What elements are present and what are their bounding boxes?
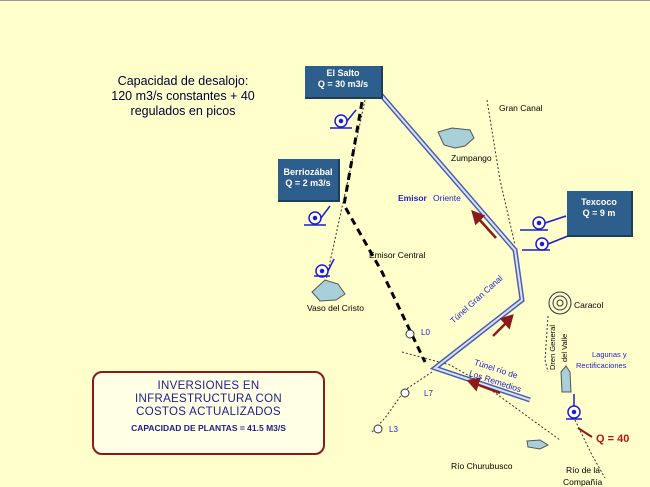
label-l7: L7 — [424, 389, 433, 398]
plant-texcoco: Texcoco Q = 9 m — [567, 191, 633, 237]
plant-name: Texcoco — [581, 197, 617, 207]
compania-line — [574, 419, 606, 479]
gran-canal-line — [486, 99, 516, 246]
caracol-icon — [548, 291, 572, 315]
pump-icon — [566, 394, 582, 420]
label-gran-canal: Gran Canal — [499, 103, 543, 113]
label-rio-churubusco: Río Churubusco — [451, 461, 513, 471]
label-l0: L0 — [421, 328, 430, 337]
lagoon-south — [526, 439, 550, 450]
label-rio-compania-2: Compañía — [563, 477, 603, 487]
pump-icon — [520, 215, 567, 231]
label-vaso-cristo: Vaso del Cristo — [307, 303, 365, 313]
capacity-note: Capacidad de desalojo: 120 m3/s constant… — [88, 74, 278, 119]
label-rio-compania-1: Río de la — [566, 465, 601, 475]
pump-icon — [522, 235, 569, 251]
plant-name: El Salto — [326, 68, 360, 78]
label-zumpango: Zumpango — [451, 153, 492, 163]
pump-icon — [304, 205, 331, 226]
plant-berriozabal: Berriozábal Q = 2 m3/s — [278, 159, 340, 202]
point-l0 — [405, 329, 415, 339]
label-emisor-central: Emisor Central — [369, 250, 426, 260]
emisor-central-line — [342, 101, 427, 363]
dren-line — [544, 315, 549, 373]
plant-capacity-text: CAPACIDAD DE PLANTAS = 41.5 M3/S — [131, 423, 286, 433]
point-l3 — [373, 424, 383, 434]
zumpango-lake — [437, 127, 475, 149]
investment-line-2: INFRAESTRUCTURA CON — [135, 393, 282, 405]
label-dren-valle: del Valle — [560, 333, 569, 362]
q40-arrow — [577, 427, 593, 438]
l-line — [371, 371, 433, 433]
plant-flow: Q = 2 m3/s — [285, 178, 331, 188]
pump-icon — [330, 109, 357, 129]
investment-line-1: INVERSIONES EN — [157, 380, 260, 392]
capacity-line-3: regulados en picos — [130, 104, 236, 118]
label-lagunas-2: Rectificaciones — [576, 361, 627, 370]
flow-arrow-remedios — [475, 382, 501, 395]
capacity-line-2: 120 m3/s constantes + 40 — [111, 89, 255, 103]
vaso-cristo-lake — [311, 279, 346, 302]
plant-el-salto: El Salto Q = 30 m3/s — [305, 66, 383, 99]
flow-arrow-oriente — [477, 217, 497, 239]
label-dren-general: Dren General — [548, 324, 557, 370]
plant-name: Berriozábal — [283, 167, 333, 177]
plant-flow: Q = 9 m — [582, 208, 616, 218]
flow-arrow-tunel — [492, 321, 508, 337]
pump-icon — [314, 258, 335, 278]
investment-box: INVERSIONES EN INFRAESTRUCTURA CON COSTO… — [92, 371, 325, 455]
label-caracol: Caracol — [574, 300, 604, 310]
capacity-line-1: Capacidad de desalojo: — [117, 74, 249, 88]
plant-flow: Q = 30 m3/s — [317, 79, 369, 89]
label-emisor-oriente: Emisor — [398, 193, 427, 203]
label-lagunas-1: Lagunas y — [592, 350, 627, 359]
top-border — [0, 0, 650, 1]
label-emisor-oriente-2: Oriente — [433, 193, 461, 203]
label-q40: Q = 40 — [596, 433, 630, 445]
point-l7 — [400, 388, 410, 398]
label-l3: L3 — [389, 425, 398, 434]
laguna-shape — [560, 365, 572, 393]
pump-icons — [304, 109, 582, 420]
investment-line-3: COSTOS ACTUALIZADOS — [136, 406, 281, 418]
south-dotted-line — [401, 351, 561, 441]
